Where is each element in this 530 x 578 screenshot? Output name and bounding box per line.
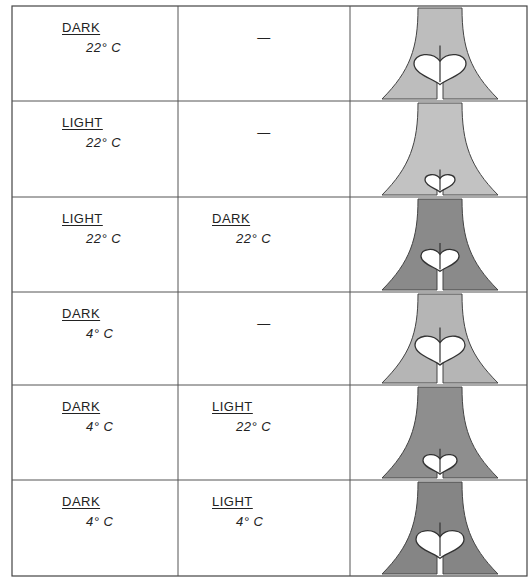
row-rule bbox=[12, 385, 527, 386]
column-rule bbox=[178, 6, 179, 576]
temperature-label: 22° C bbox=[86, 40, 121, 56]
hypocotyl-body bbox=[382, 199, 498, 290]
epicotyl-line bbox=[439, 46, 440, 82]
temperature-label: 22° C bbox=[236, 419, 271, 435]
condition-label: LIGHT bbox=[212, 494, 253, 510]
seedling-hook bbox=[382, 482, 498, 575]
epicotyl-line bbox=[439, 522, 440, 556]
table-border bbox=[12, 6, 527, 576]
seedling-hook bbox=[382, 8, 498, 100]
row-rule bbox=[12, 480, 527, 481]
seedling-hook bbox=[382, 103, 498, 196]
hypocotyl-body bbox=[382, 8, 498, 99]
condition-label: DARK bbox=[212, 211, 250, 227]
epicotyl-line bbox=[439, 449, 440, 473]
column-rule bbox=[350, 6, 351, 576]
dash-cell: — bbox=[257, 30, 271, 46]
seedling-hook bbox=[382, 294, 498, 384]
hypocotyl-body bbox=[382, 387, 498, 478]
condition-label: DARK bbox=[62, 306, 100, 322]
temperature-label: 4° C bbox=[86, 326, 113, 342]
seedling-hook bbox=[382, 387, 498, 479]
temperature-label: 4° C bbox=[86, 419, 113, 435]
condition-label: LIGHT bbox=[62, 211, 103, 227]
condition-label: LIGHT bbox=[212, 399, 253, 415]
row-rule bbox=[12, 292, 527, 293]
temperature-label: 4° C bbox=[86, 514, 113, 530]
condition-label: DARK bbox=[62, 20, 100, 36]
dash-cell: — bbox=[257, 316, 271, 332]
temperature-label: 22° C bbox=[86, 231, 121, 247]
temperature-label: 22° C bbox=[86, 135, 121, 151]
hypocotyl-body bbox=[382, 294, 498, 383]
dash-cell: — bbox=[257, 125, 271, 141]
condition-label: DARK bbox=[62, 494, 100, 510]
epicotyl-line bbox=[439, 170, 440, 191]
epicotyl-line bbox=[439, 243, 440, 270]
epicotyl-line bbox=[439, 328, 440, 363]
condition-label: LIGHT bbox=[62, 115, 103, 131]
row-rule bbox=[12, 101, 527, 102]
hypocotyl-body bbox=[382, 482, 498, 574]
hypocotyl-body bbox=[382, 103, 498, 195]
temperature-label: 4° C bbox=[236, 514, 263, 530]
row-rule bbox=[12, 197, 527, 198]
temperature-label: 22° C bbox=[236, 231, 271, 247]
condition-label: DARK bbox=[62, 399, 100, 415]
seedling-hook bbox=[382, 199, 498, 291]
